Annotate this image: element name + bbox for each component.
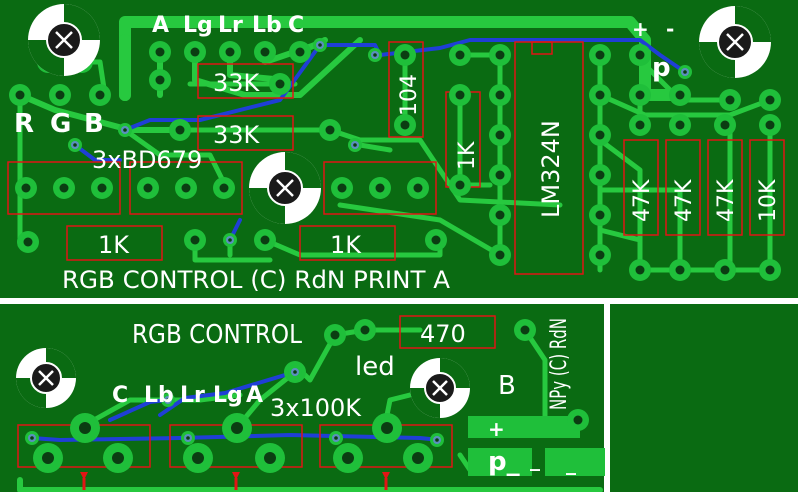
bottom-power-plus: + [488, 417, 505, 441]
mount-hole-top-center [247, 150, 323, 226]
resistor-label-47k-1: 47K [630, 179, 655, 222]
resistor-label-10k: 10K [756, 179, 781, 222]
outline-r-470 [399, 315, 496, 349]
bottom-credit: NPy (C) RdN [547, 318, 572, 410]
label-lb: Lb [252, 13, 282, 38]
bottom-label-lb: Lb [144, 383, 174, 408]
resistor-label-33k-2: 33K [213, 121, 261, 149]
outline-r-1k-1 [66, 225, 163, 261]
power-minus: - [666, 17, 674, 41]
outline-r-10k [749, 139, 785, 236]
outline-r-1k-v [445, 91, 481, 188]
pot-arrows [80, 472, 390, 490]
resistor-label-1k-2: 1K [330, 231, 362, 259]
resistor-label-1k-vertical: 1K [455, 141, 480, 170]
transistors-label: 3xBD679 [92, 146, 202, 174]
label-c: C [288, 13, 304, 38]
label-lr: Lr [218, 13, 243, 38]
capacitor-label: 104 [397, 74, 422, 116]
outline-transistor-1 [7, 161, 121, 215]
board-divider-horizontal [0, 298, 798, 304]
power-connector-bar-left [468, 448, 532, 476]
outline-c-104 [388, 41, 424, 138]
top-footer-text: RGB CONTROL (C) RdN PRINT A [62, 266, 451, 294]
mount-hole-bottom-center [408, 356, 472, 420]
label-b: B [84, 109, 104, 139]
outline-r-47k-2 [665, 139, 701, 236]
outline-r-33k-1 [197, 63, 294, 99]
bottom-power-dash-2: _ [566, 451, 576, 475]
power-p: p [652, 53, 671, 83]
top-component-outlines [7, 41, 785, 275]
board-divider-vertical [604, 304, 610, 492]
outline-transistor-2 [129, 161, 243, 215]
power-connector-bar-top [468, 416, 580, 438]
label-r: R [14, 109, 34, 139]
ic-label: LM324N [537, 120, 565, 218]
resistor-label-47k-3: 47K [714, 179, 739, 222]
bottom-title: RGB CONTROL [132, 320, 302, 350]
rgb-letters: R G B [14, 109, 104, 139]
outline-ic-notch [531, 41, 553, 55]
outline-r-47k-3 [707, 139, 743, 236]
power-connector-bar-right [545, 448, 605, 476]
mount-hole-top-right [697, 4, 773, 80]
resistor-label-1k-1: 1K [98, 231, 130, 259]
outline-r-1k-2 [299, 225, 396, 261]
bottom-power-p: p_ [488, 447, 520, 477]
bottom-label-lg: Lg [213, 383, 243, 408]
b-label: B [498, 371, 516, 401]
label-lg: Lg [183, 13, 213, 38]
mount-hole-top-left [26, 2, 102, 78]
bottom-connector-labels: C Lb Lr Lg A [112, 383, 263, 408]
bottom-label-lr: Lr [180, 383, 205, 408]
label-a: A [152, 13, 169, 38]
pots-label: 3x100K [270, 394, 362, 422]
power-plus: + [632, 17, 649, 41]
top-connector-labels: A Lg Lr Lb C [152, 13, 304, 38]
outline-r-33k-2 [197, 115, 294, 151]
led-label: led [355, 352, 395, 382]
bottom-power-dash-1: _ [530, 447, 540, 471]
mount-hole-bottom-left [14, 346, 78, 410]
resistor-label-47k-2: 47K [672, 179, 697, 222]
resistor-label-33k-1: 33K [213, 69, 261, 97]
bottom-label-a: A [246, 383, 263, 408]
resistor-label-470: 470 [420, 320, 466, 348]
bottom-label-c: C [112, 383, 128, 408]
outline-transistor-3 [323, 161, 437, 215]
label-g: G [50, 109, 71, 139]
outline-r-47k-1 [623, 139, 659, 236]
